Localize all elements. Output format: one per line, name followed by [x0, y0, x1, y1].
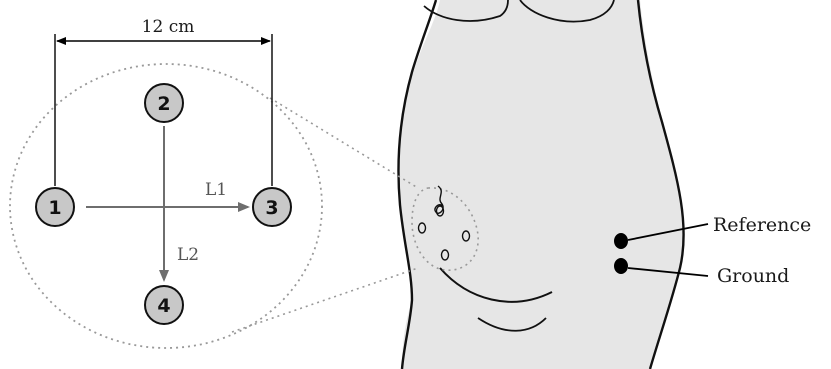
torso-illustration [399, 0, 684, 369]
electrode-1-number: 1 [48, 197, 61, 219]
electrode-4-number: 4 [157, 295, 170, 317]
lead-l2: L2 [164, 126, 199, 280]
reference-label: Reference [713, 214, 811, 236]
electrode-2: 2 [145, 84, 183, 122]
dimension-label: 12 cm [142, 17, 195, 37]
ground-marker [614, 258, 628, 274]
electrode-2-number: 2 [157, 93, 170, 115]
lead-l1: L1 [86, 180, 248, 207]
torso-skin [399, 0, 683, 369]
electrode-3-number: 3 [265, 197, 278, 219]
electrode-4: 4 [145, 286, 183, 324]
lead-l2-label: L2 [177, 245, 199, 265]
ground-label: Ground [717, 265, 789, 287]
reference-marker [614, 233, 628, 249]
zoom-line-bottom [232, 268, 418, 332]
zoom-line-top [270, 98, 418, 188]
lead-l1-label: L1 [205, 180, 227, 200]
electrode-1: 1 [36, 188, 74, 226]
electrode-3: 3 [253, 188, 291, 226]
